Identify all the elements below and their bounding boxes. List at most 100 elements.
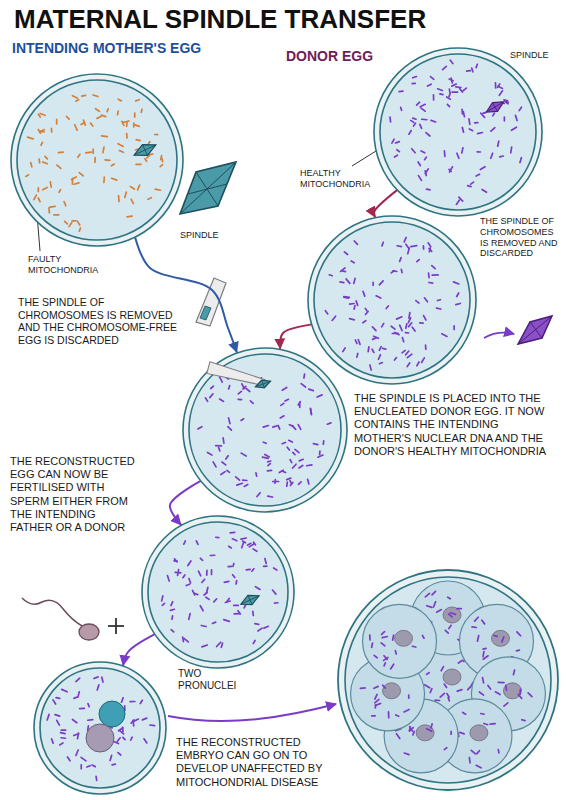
mitochondrion	[196, 541, 198, 544]
mitochondrion	[47, 714, 49, 720]
mitochondrion	[346, 279, 350, 283]
mitochondrion	[427, 673, 430, 675]
mitochondrion	[520, 158, 522, 163]
mitochondrion	[189, 578, 191, 582]
mitochondrion	[134, 719, 138, 721]
mitochondrion	[103, 147, 104, 153]
mitochondrion	[43, 187, 47, 189]
mitochondrion	[298, 482, 301, 484]
mitochondrion	[224, 620, 230, 622]
mitochondrion	[252, 611, 254, 615]
egg-cell: INTENDING MOTHER'S EGG	[10, 73, 184, 247]
mitochondrion	[382, 323, 384, 326]
mitochondrion	[494, 635, 497, 638]
mitochondrion	[440, 693, 444, 697]
mitochondrion	[477, 751, 480, 754]
mitochondrion	[456, 86, 461, 88]
sperm	[22, 598, 99, 640]
mitochondrion	[219, 447, 220, 451]
mitochondrion	[426, 133, 430, 136]
mitochondrion	[397, 317, 402, 319]
mitochondrion	[412, 327, 415, 331]
mitochondrion	[329, 274, 332, 277]
mitochondrion	[221, 643, 222, 647]
mitochondrion	[418, 176, 421, 181]
mitochondrion	[222, 462, 226, 465]
mitochondrion	[483, 678, 484, 683]
mitochondrion	[384, 656, 387, 660]
mitochondrion	[189, 614, 190, 620]
mitochondrion	[162, 596, 163, 601]
mitochondrion	[396, 734, 399, 739]
mitochondrion	[93, 95, 98, 97]
mitochondrion	[341, 268, 345, 272]
mitochondrion	[412, 149, 415, 153]
mitochondrion	[309, 389, 314, 391]
mitochondrion	[263, 442, 266, 443]
cell-nucleus	[443, 607, 461, 623]
mitochondrion	[432, 266, 435, 269]
egg-outline	[182, 347, 348, 513]
mitochondrion	[452, 91, 458, 93]
step-note: THE RECONSTRUCTED EMBRYO CAN GO ON TO DE…	[176, 736, 348, 789]
mitochondrion	[123, 737, 125, 739]
mitochondrion	[431, 120, 436, 122]
mitochondrion	[87, 766, 90, 767]
mitochondrion	[448, 614, 452, 617]
mitochondrion	[367, 347, 369, 352]
mitochondrion	[350, 303, 354, 305]
mitochondrion	[400, 258, 402, 262]
mitochondrion	[475, 122, 478, 124]
mitochondrion	[184, 541, 186, 544]
mitochondrion	[94, 677, 98, 679]
mitochondrion	[247, 543, 250, 545]
mitochondrion	[77, 221, 80, 225]
mitochondrion	[170, 609, 174, 610]
egg-outline	[141, 515, 295, 669]
mitochondrion	[500, 155, 504, 158]
mitochondrion	[289, 440, 293, 442]
mitochondrion	[265, 559, 266, 564]
mitochondrion	[457, 690, 462, 692]
mitochondrion	[469, 129, 472, 131]
egg-cell: TWO PRONUCLEI	[33, 661, 167, 795]
mitochondrion	[211, 386, 214, 388]
mitochondrion	[112, 763, 115, 766]
mitochondrion	[61, 732, 66, 735]
mitochondrion	[481, 713, 484, 715]
mitochondrion	[522, 719, 525, 722]
mitochondrion	[88, 719, 93, 721]
mitochondrion	[395, 651, 396, 654]
mitochondrion	[343, 348, 345, 352]
egg-heading: THE SPINDLE IS PLACED INTO THE ENUCLEATE…	[354, 392, 554, 458]
mitochondrion	[360, 687, 365, 689]
mitochondrion	[427, 606, 432, 608]
mitochondrion	[233, 575, 235, 578]
mitochondrion	[491, 128, 495, 132]
mitochondrion	[38, 159, 40, 163]
mitochondrion	[242, 543, 244, 548]
mitochondrion	[182, 637, 185, 642]
mitochondrion	[356, 353, 359, 357]
mitochondrion	[422, 358, 425, 363]
mitochondrion	[82, 95, 86, 97]
mitochondrion	[462, 148, 463, 153]
mitochondrion	[441, 667, 443, 671]
mitochondrion	[394, 155, 397, 157]
mitochondrion	[211, 570, 213, 575]
spindle	[239, 591, 261, 609]
mitochondrion	[409, 323, 412, 327]
mitochondrion	[224, 581, 229, 584]
mitochondrion	[51, 128, 53, 132]
mitochondrion	[81, 757, 86, 760]
mitochondrion	[483, 656, 488, 659]
mitochondrion	[80, 707, 85, 709]
mitochondrion	[392, 139, 394, 143]
spindle	[484, 98, 506, 117]
mitochondrion	[183, 575, 185, 578]
mitochondrion	[134, 113, 136, 117]
mitochondrion	[102, 677, 103, 682]
mitochondrion	[482, 620, 485, 624]
mitochondrion	[482, 189, 486, 192]
mitochondrion	[126, 122, 128, 126]
